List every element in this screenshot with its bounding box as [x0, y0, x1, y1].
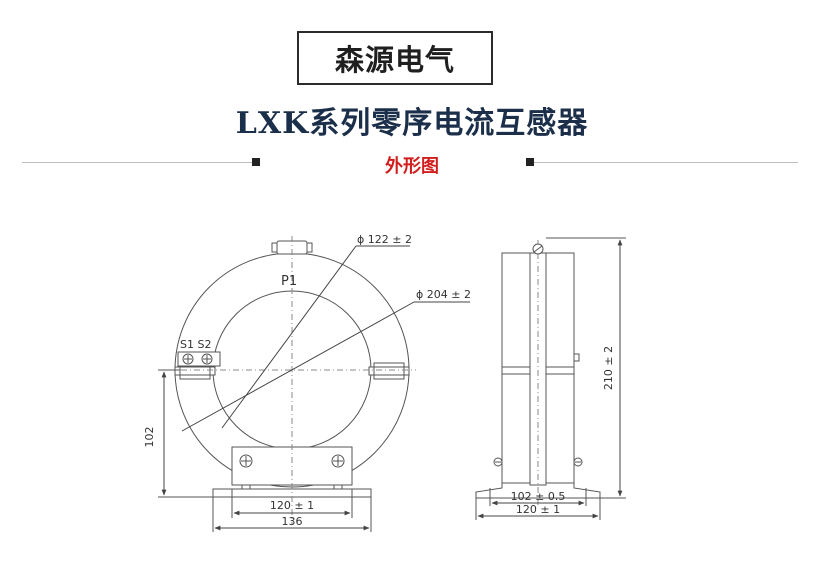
section-title: 外形图: [385, 156, 439, 177]
divider-dot-right: [526, 158, 534, 166]
leader-outer-diameter: [181, 301, 415, 432]
dim-base-inner-side: 102 ± 0.5: [511, 490, 566, 503]
side-foot-left: [475, 470, 538, 499]
divider-right: [530, 162, 798, 163]
divider-left: [22, 162, 256, 163]
side-foot-right: [538, 470, 601, 499]
dim-height-side: 210 ± 2: [602, 346, 615, 390]
dim-outer-diameter: ϕ 204 ± 2: [416, 288, 471, 301]
side-core-right: [545, 252, 575, 484]
label-p1: P1: [281, 274, 297, 289]
divider-dot-left: [252, 158, 260, 166]
split-joint-left: [174, 366, 216, 376]
side-core-left: [501, 252, 531, 484]
dim-base-outer-front: 136: [282, 515, 303, 528]
terminal-s2: [201, 353, 213, 365]
brand-box: 森源电气: [297, 31, 493, 85]
leader-inner-diameter: [221, 245, 357, 429]
label-terminals: S1 S2: [180, 338, 211, 351]
dim-inner-diameter: ϕ 122 ± 2: [357, 233, 412, 246]
dim-base-outer-side: 120 ± 1: [516, 503, 560, 516]
front-view: [158, 236, 470, 532]
dim-base-inner-front: 120 ± 1: [270, 499, 314, 512]
brand-name: 森源电气: [334, 43, 455, 77]
dim-height-front: 102: [143, 427, 156, 448]
side-view: [475, 237, 626, 520]
split-joint-right: [368, 366, 410, 376]
page-title: LXK系列零序电流互感器: [235, 106, 589, 141]
terminal-s1: [182, 353, 194, 365]
